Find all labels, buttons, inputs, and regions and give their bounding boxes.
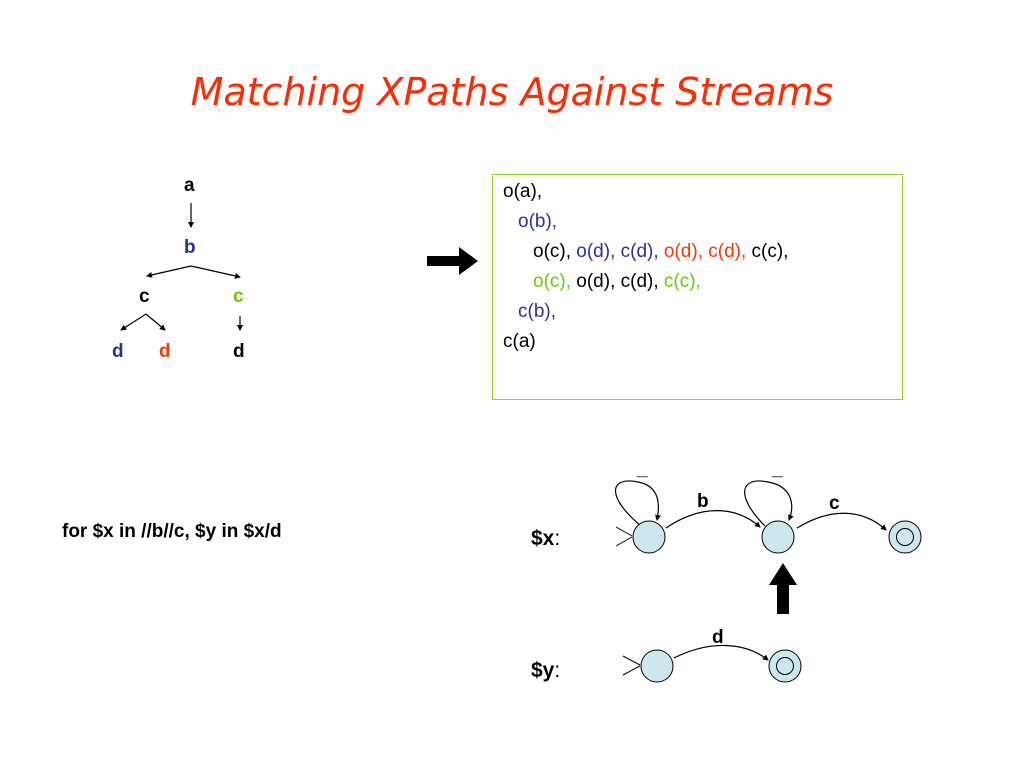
event-segment: o(c),: [533, 271, 577, 292]
tree-node-b: b: [184, 237, 196, 258]
tree-node-d-red: d: [159, 341, 171, 362]
y-variable-name: $y: [531, 659, 555, 682]
x-edge-b: [665, 510, 761, 529]
event-line-4: o(c), o(d), c(d), c(c),: [533, 271, 701, 293]
tree-node-d-blue: d: [112, 341, 124, 362]
event-line-3: o(c), o(d), c(d), o(d), c(d), c(c),: [533, 241, 788, 263]
event-segment: c(c),: [751, 241, 789, 262]
y-start-marker: [622, 655, 641, 666]
y-edge-d-label: d: [712, 627, 724, 648]
tree-node-c-left: c: [139, 286, 150, 307]
x-self-loop-1-label: _: [636, 459, 648, 480]
tree-edge-b-c-left: [146, 265, 192, 278]
event-line-1: o(a),: [503, 181, 542, 203]
event-segment: c(a): [503, 331, 536, 352]
x-edge-c-label: c: [829, 493, 840, 514]
event-segment: c(b),: [518, 301, 556, 322]
x-self-loop-1: [614, 480, 661, 527]
right-arrow-icon: [427, 247, 478, 275]
event-segment: o(b),: [518, 211, 558, 232]
x-variable-label: $x:: [531, 527, 560, 551]
event-stream-box: o(a), o(b), o(c), o(d), c(d), o(d), c(d), …: [492, 174, 903, 400]
tree-edge-b-c-right: [190, 265, 241, 279]
y-state-accept: [768, 649, 802, 683]
x-self-loop-2: [744, 480, 794, 527]
tree-node-d-black: d: [233, 341, 245, 362]
x-variable-name: $x: [531, 527, 555, 550]
y-automaton: [622, 644, 802, 683]
x-edge-b-label: b: [697, 491, 709, 512]
y-variable-label: $y:: [531, 659, 560, 683]
event-segment: c(c),: [663, 271, 701, 292]
x-edge-c: [796, 512, 887, 531]
y-edge-d: [673, 644, 769, 661]
tree-node-a: a: [184, 175, 195, 196]
x-state-accept: [888, 520, 922, 554]
query-text: for $x in //b//c, $y in $x/d: [62, 521, 282, 542]
x-self-loop-2-label: _: [771, 459, 783, 480]
x-start-marker: [615, 526, 633, 537]
event-line-5: c(b),: [518, 301, 556, 323]
y-state-0: [640, 649, 674, 683]
x-state-0: [632, 520, 666, 554]
tree-node-c-right: c: [233, 286, 244, 307]
event-segment: o(a),: [503, 181, 543, 202]
y-variable-colon: :: [554, 659, 561, 682]
event-segment: o(d), c(d),: [663, 241, 752, 262]
x-state-1: [761, 520, 795, 554]
event-line-2: o(b),: [518, 211, 557, 233]
tree-edge-c-d-blue: [120, 313, 147, 331]
up-arrow-icon: [769, 563, 797, 614]
x-automaton: [614, 480, 922, 554]
page-title: Matching XPaths Against Streams: [190, 70, 834, 114]
tree-edge-c-d-red: [145, 313, 166, 331]
event-segment: o(d), c(d),: [576, 241, 664, 262]
event-line-6: c(a): [503, 331, 536, 353]
x-variable-colon: :: [554, 527, 561, 550]
event-segment: o(d), c(d),: [576, 271, 664, 292]
event-segment: o(c),: [533, 241, 577, 262]
